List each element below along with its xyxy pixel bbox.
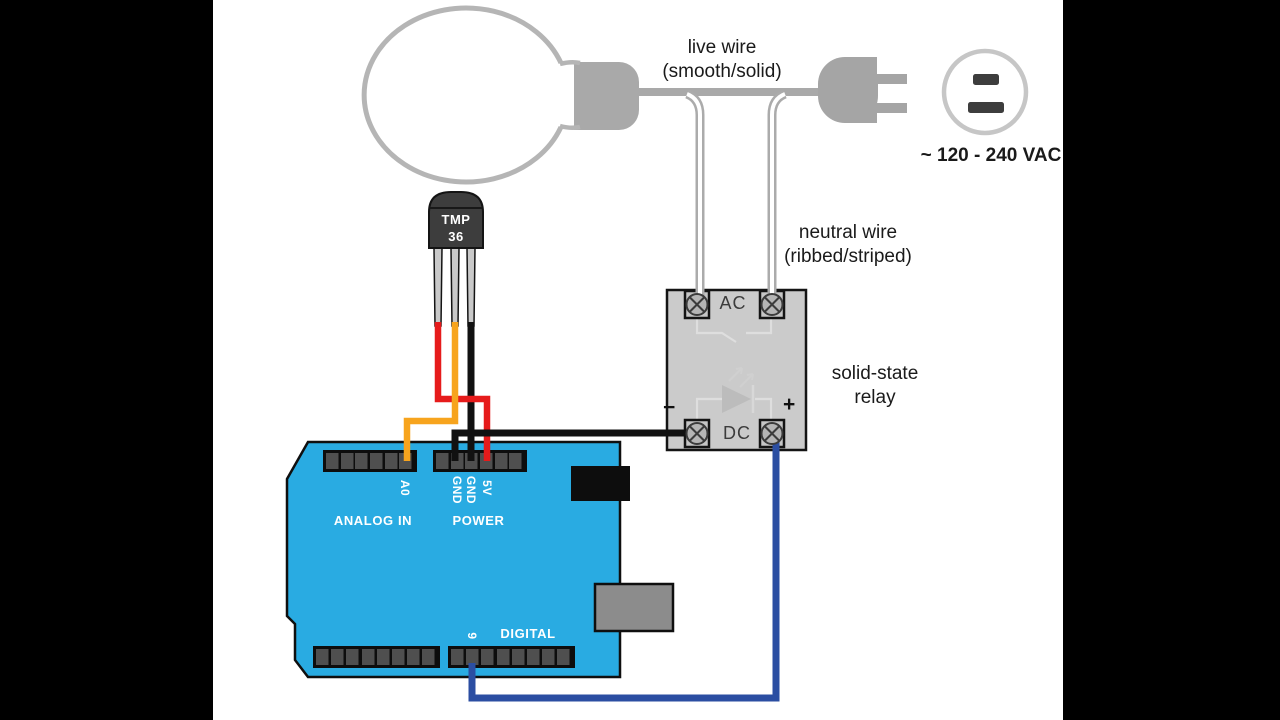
digital-header-left: [313, 646, 440, 668]
analog-in-label: ANALOG IN: [333, 513, 413, 528]
outlet-icon: [941, 48, 1029, 136]
pin-gnd2-label: GND: [464, 475, 478, 505]
sensor-name-line2: 36: [448, 229, 464, 244]
wire-black-ground-bus: [451, 429, 694, 461]
sensor-name-line1: TMP: [441, 212, 471, 227]
wire-orange-signal: [403, 322, 459, 461]
wiring-diagram: [285, 5, 1029, 702]
light-bulb-icon: [361, 5, 639, 185]
analog-header: [323, 450, 417, 472]
relay-label-line1: solid-state: [831, 363, 919, 384]
usb-connector: [571, 466, 630, 501]
relay-led-symbol: [695, 367, 773, 420]
relay-switch-symbol: [695, 318, 773, 343]
relay-minus-label: −: [663, 396, 676, 419]
sensor-leg: [450, 247, 460, 327]
sensor-body: [428, 191, 484, 249]
power-label: POWER: [452, 513, 505, 528]
screw-heads: [685, 293, 784, 445]
relay-label-line2: relay: [854, 387, 896, 408]
neutral-wire-label: neutral wire: [798, 222, 898, 243]
voltage-label: ~ 120 - 240 VAC: [920, 145, 1062, 166]
diagram-canvas: live wire (smooth/solid) neutral wire (r…: [213, 0, 1063, 720]
power-jack: [593, 582, 675, 633]
plug-prong-top: [875, 74, 907, 84]
pin-9-label: 9: [465, 632, 479, 640]
live-wire-type-label: (smooth/solid): [662, 61, 782, 82]
neutral-wire-type-label: (ribbed/striped): [784, 246, 912, 267]
arduino-board: [285, 440, 675, 679]
relay-plus-label: +: [783, 393, 796, 416]
digital-header-right: [448, 646, 575, 668]
wire-red-5v: [434, 322, 491, 461]
power-header: [433, 450, 527, 472]
pin-gnd1-label: GND: [450, 475, 464, 505]
live-wire-label: live wire: [687, 37, 757, 58]
relay-ac-label: AC: [719, 293, 747, 313]
plug-prong-bottom: [875, 103, 907, 113]
pin-5v-label: 5V: [480, 480, 494, 496]
sensor-leg: [433, 247, 443, 327]
wire-blue-digital9: [468, 440, 780, 702]
digital-label: DIGITAL: [500, 626, 556, 641]
sensor-leg: [466, 247, 476, 327]
relay-box: [665, 288, 808, 452]
pin-a0-label: A0: [398, 479, 412, 497]
bulb-glass: [361, 5, 564, 185]
neutral-wire-right: [767, 89, 787, 302]
plug-icon: [818, 57, 907, 123]
neutral-wire-left: [685, 89, 705, 302]
relay-dc-label: DC: [723, 423, 751, 443]
